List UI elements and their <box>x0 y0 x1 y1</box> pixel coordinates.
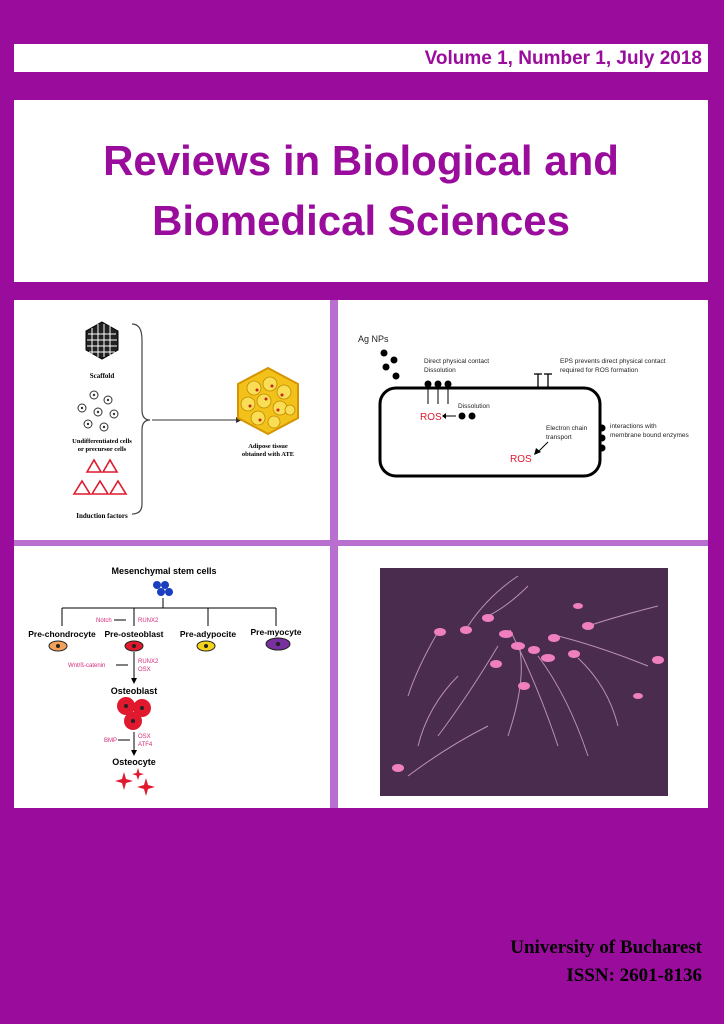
induction-factors-icon <box>72 458 128 495</box>
panel-divider-horizontal <box>14 540 708 546</box>
induction-label: Induction factors <box>76 512 128 520</box>
figure-stem-cell-differentiation: Mesenchymal stem cells Notch RUNX2 Pre-c… <box>14 546 330 808</box>
title-box: Reviews in Biological and Biomedical Sci… <box>14 100 708 282</box>
panel-divider-vertical <box>330 300 338 808</box>
issn: ISSN: 2601-8136 <box>566 965 702 986</box>
pre-myocyte-label: Pre-myocyte <box>250 627 301 637</box>
eps-symbol <box>534 373 552 388</box>
pre-osteoblast-label: Pre-osteoblast <box>104 629 163 639</box>
runx2-label: RUNX2 <box>138 618 159 624</box>
runx2-b-label: RUNX2 <box>138 659 159 665</box>
osx-label: OSX <box>138 667 151 673</box>
eps-label-line1: EPS prevents direct physical contact <box>560 358 666 365</box>
figure-microscopy <box>338 546 708 808</box>
dissolution-top-label: Dissolution <box>424 367 456 374</box>
result-label-line1: Adipose tissue <box>248 443 288 450</box>
result-label-line2: obtained with ATE <box>242 451 294 458</box>
ros-label-bottom: ROS <box>510 454 532 465</box>
bmp-label: BMP <box>104 738 117 744</box>
pre-chondrocyte-label: Pre-chondrocyte <box>28 629 96 639</box>
osteoblast-label: Osteoblast <box>111 686 158 696</box>
msc-label: Mesenchymal stem cells <box>111 566 216 576</box>
osx-b-label: OSX <box>138 734 151 740</box>
journal-title: Reviews in Biological and Biomedical Sci… <box>103 137 619 244</box>
cells-label-line1: Undifferentiated cells <box>72 438 132 445</box>
nanoparticles-icon <box>380 349 400 380</box>
figure-adipose-engineering: Scaffold Undifferentiated cells or precu… <box>14 300 330 540</box>
ros-label-top: ROS <box>420 412 442 423</box>
cells-label-line2: or precursor cells <box>78 446 127 453</box>
interactions-label-line2: membrane bound enzymes <box>610 432 690 439</box>
adipose-tissue-icon <box>237 366 299 436</box>
osteocyte-label: Osteocyte <box>112 757 156 767</box>
publisher-name: University of Bucharest <box>510 937 702 958</box>
interactions-label-line1: interactions with <box>610 423 657 430</box>
pre-adypocite-label: Pre-adypocite <box>180 629 236 639</box>
bacterial-cell <box>378 386 602 478</box>
notch-label: Notch <box>96 618 112 624</box>
eps-label-line2: required for ROS formation <box>560 367 638 374</box>
scaffold-label: Scaffold <box>90 372 115 380</box>
electron-chain-label-line1: Electron chain <box>546 425 588 432</box>
direct-contact-label: Direct physical contact <box>424 358 489 365</box>
progenitor-cells-icon <box>48 637 291 652</box>
osteoblast-cells-icon <box>117 697 151 730</box>
osteocyte-cells-icon <box>115 768 155 796</box>
bracket <box>131 323 151 515</box>
stem-cells-icon <box>153 581 173 596</box>
electron-chain-label-line2: transport <box>546 434 572 441</box>
wnt-label: Wnt/ß-catenin <box>68 663 105 669</box>
issue-info: Volume 1, Number 1, July 2018 <box>14 44 708 72</box>
ag-nps-label: Ag NPs <box>358 334 389 344</box>
scaffold-icon <box>85 321 119 360</box>
figure-silver-nanoparticles: Ag NPs Direct physical contact Dissoluti… <box>338 300 708 540</box>
atf4-label: ATF4 <box>138 742 153 748</box>
dissolution-inner-label: Dissolution <box>458 403 490 410</box>
